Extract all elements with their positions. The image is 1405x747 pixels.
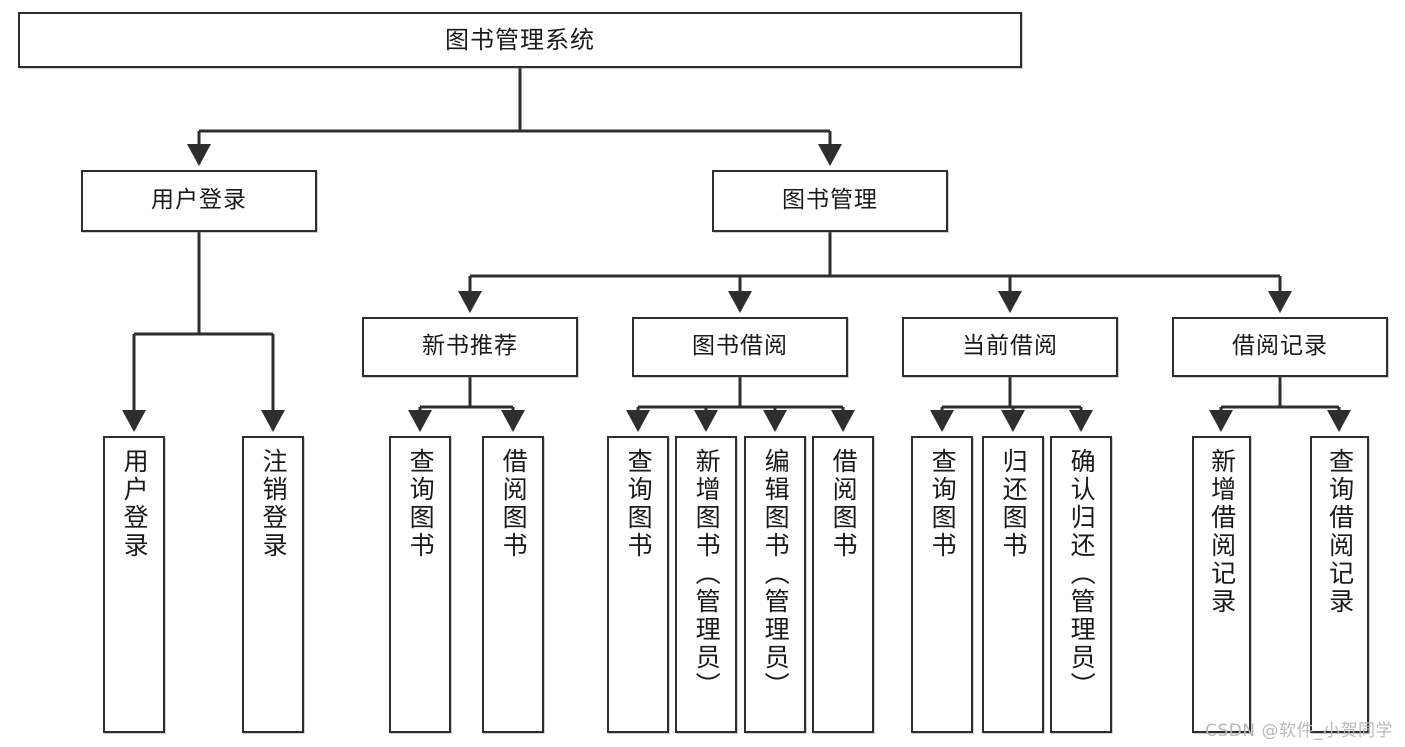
node-leaf-borrow-book-1[interactable]: 借阅图书 xyxy=(482,436,544,733)
node-current-borrow[interactable]: 当前借阅 xyxy=(902,317,1118,377)
node-leaf-user-login[interactable]: 用户登录 xyxy=(103,436,165,733)
node-leaf-confirm-return[interactable]: 确认归还（管理员） xyxy=(1050,436,1112,733)
node-book-borrow-label: 图书借阅 xyxy=(692,333,788,360)
node-new-book-recommend[interactable]: 新书推荐 xyxy=(362,317,578,377)
node-leaf-borrow-book-2[interactable]: 借阅图书 xyxy=(812,436,874,733)
node-root[interactable]: 图书管理系统 xyxy=(18,12,1022,68)
node-leaf-user-logout-label: 注销登录 xyxy=(259,448,289,560)
node-leaf-return-book-label: 归还图书 xyxy=(999,448,1029,560)
node-leaf-user-login-label: 用户登录 xyxy=(120,448,150,560)
node-leaf-query-book-1[interactable]: 查询图书 xyxy=(389,436,451,733)
node-book-borrow[interactable]: 图书借阅 xyxy=(632,317,848,377)
node-leaf-user-logout[interactable]: 注销登录 xyxy=(242,436,304,733)
node-leaf-edit-book[interactable]: 编辑图书（管理员） xyxy=(744,436,806,733)
csdn-watermark: CSDN @软件_小贺同学 xyxy=(1205,721,1393,741)
node-borrow-record-label: 借阅记录 xyxy=(1232,333,1328,360)
node-leaf-borrow-book-1-label: 借阅图书 xyxy=(499,448,529,560)
node-leaf-query-book-2-label: 查询图书 xyxy=(624,448,654,560)
node-leaf-query-book-3-label: 查询图书 xyxy=(928,448,958,560)
node-new-book-recommend-label: 新书推荐 xyxy=(422,333,518,360)
node-leaf-add-book[interactable]: 新增图书（管理员） xyxy=(675,436,737,733)
node-leaf-return-book[interactable]: 归还图书 xyxy=(982,436,1044,733)
node-leaf-query-book-2[interactable]: 查询图书 xyxy=(607,436,669,733)
node-leaf-add-record[interactable]: 新增借阅记录 xyxy=(1192,436,1251,733)
node-leaf-query-book-1-label: 查询图书 xyxy=(406,448,436,560)
node-leaf-edit-book-label: 编辑图书（管理员） xyxy=(761,448,791,700)
node-leaf-query-record[interactable]: 查询借阅记录 xyxy=(1310,436,1369,733)
node-leaf-add-book-label: 新增图书（管理员） xyxy=(692,448,722,700)
node-leaf-confirm-return-label: 确认归还（管理员） xyxy=(1067,448,1097,700)
node-user-login[interactable]: 用户登录 xyxy=(81,170,317,232)
node-root-label: 图书管理系统 xyxy=(445,25,595,54)
node-current-borrow-label: 当前借阅 xyxy=(962,333,1058,360)
node-book-manage[interactable]: 图书管理 xyxy=(712,170,948,232)
node-leaf-query-record-label: 查询借阅记录 xyxy=(1325,448,1355,616)
node-leaf-borrow-book-2-label: 借阅图书 xyxy=(829,448,859,560)
node-book-manage-label: 图书管理 xyxy=(782,187,878,214)
node-leaf-query-book-3[interactable]: 查询图书 xyxy=(911,436,973,733)
node-leaf-add-record-label: 新增借阅记录 xyxy=(1207,448,1237,616)
node-user-login-label: 用户登录 xyxy=(151,187,247,214)
node-borrow-record[interactable]: 借阅记录 xyxy=(1172,317,1388,377)
